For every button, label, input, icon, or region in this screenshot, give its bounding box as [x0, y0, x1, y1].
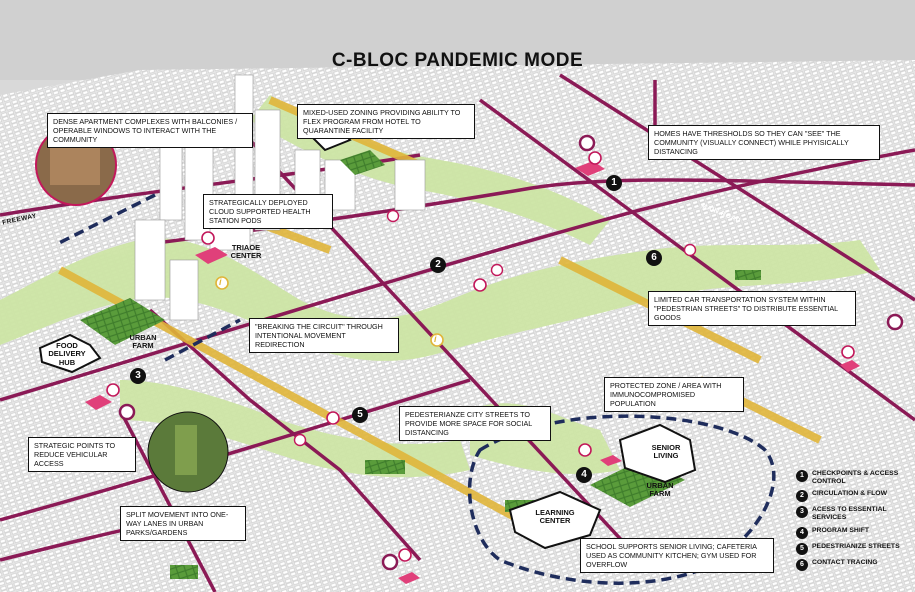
callout-school: SCHOOL SUPPORTS SENIOR LIVING; CAFETERIA…	[580, 538, 774, 573]
callout-pedestrianize: PEDESTERIANZE CITY STREETS TO PROVIDE MO…	[399, 406, 551, 441]
callout-apartments: DENSE APARTMENT COMPLEXES WITH BALCONIES…	[47, 113, 253, 148]
label-senior-living: SENIOR LIVING	[651, 443, 681, 461]
callout-breaking-circuit: "BREAKING THE CIRCUIT" THROUGH INTENTION…	[249, 318, 399, 353]
label-food-delivery-hub: FOOD DELIVERY HUB	[48, 341, 86, 367]
info-glyph-2: i	[434, 334, 437, 344]
badge-1: 1	[606, 175, 622, 191]
callout-health-pods: STRATEGICALLY DEPLOYED CLOUD SUPPORTED H…	[203, 194, 333, 229]
legend-item: 1 CHECKPOINTS & ACCESS CONTROL	[796, 470, 912, 486]
legend-text: PEDESTRIANIZE STREETS	[812, 542, 900, 550]
badge-2: 2	[430, 257, 446, 273]
callout-protected-zone: PROTECTED ZONE / AREA WITH IMMUNOCOMPROM…	[604, 377, 744, 412]
info-icons	[215, 276, 444, 347]
checkpoints	[118, 134, 904, 571]
legend-text: ACESS TO ESSENTIAL SERVICES	[812, 506, 887, 522]
legend: 1 CHECKPOINTS & ACCESS CONTROL 2 CIRCULATI…	[796, 470, 912, 575]
legend-number: 4	[796, 526, 808, 539]
legend-number: 6	[796, 558, 808, 571]
info-glyph-1: i	[219, 277, 222, 287]
page-title: C-BLOC PANDEMIC MODE	[331, 50, 584, 71]
legend-text: CIRCULATION & FLOW	[812, 490, 888, 498]
legend-item: 3 ACESS TO ESSENTIAL SERVICES	[796, 506, 912, 522]
label-triage-center: TRIAOE CENTER	[230, 243, 262, 261]
protected-zone-boundary	[467, 414, 776, 585]
park-network	[0, 95, 880, 478]
callout-homes-thresholds: HOMES HAVE THRESHOLDS SO THEY CAN "SEE" …	[648, 125, 880, 160]
park-photo-path	[175, 425, 197, 475]
label-learning-center: LEARNING CENTER	[535, 508, 575, 526]
legend-item: 2 CIRCULATION & FLOW	[796, 490, 912, 503]
legend-text: CHECKPOINTS & ACCESS CONTROL	[812, 470, 899, 486]
legend-text: PROGRAM SHIFT	[812, 526, 870, 534]
district-boundary-west	[54, 193, 156, 247]
callout-limited-car: LIMITED CAR TRANSPORTATION SYSTEM WITHIN…	[648, 291, 856, 326]
landmark-outlines	[38, 126, 697, 550]
legend-number: 3	[796, 506, 808, 519]
legend-number: 2	[796, 490, 808, 503]
label-urban-farm-east: URBAN FARM	[646, 481, 674, 499]
callout-split-movement: SPLIT MOVEMENT INTO ONE-WAY LANES IN URB…	[120, 506, 246, 541]
callout-mixed-use: MIXED-USED ZONING PROVIDING ABILITY TO F…	[297, 104, 475, 139]
badge-4: 4	[576, 467, 592, 483]
contact-tracing-icons	[293, 209, 697, 447]
legend-text: CONTACT TRACING	[812, 558, 878, 566]
health-icons	[106, 151, 855, 562]
legend-item: 6 CONTACT TRACING	[796, 558, 912, 571]
legend-item: 4 PROGRAM SHIFT	[796, 526, 912, 539]
legend-number: 1	[796, 470, 808, 482]
legend-number: 5	[796, 542, 808, 555]
label-urban-farm-west: URBAN FARM	[129, 333, 157, 351]
badge-6: 6	[646, 250, 662, 266]
district-boundary-south	[164, 318, 241, 362]
badge-3: 3	[130, 368, 146, 384]
legend-item: 5 PEDESTRIANIZE STREETS	[796, 542, 912, 555]
callout-strategic-points: STRATEGIC POINTS TO REDUCE VEHICULAR ACC…	[28, 437, 136, 472]
highlighted-blocks	[85, 161, 860, 584]
badge-5: 5	[352, 407, 368, 423]
